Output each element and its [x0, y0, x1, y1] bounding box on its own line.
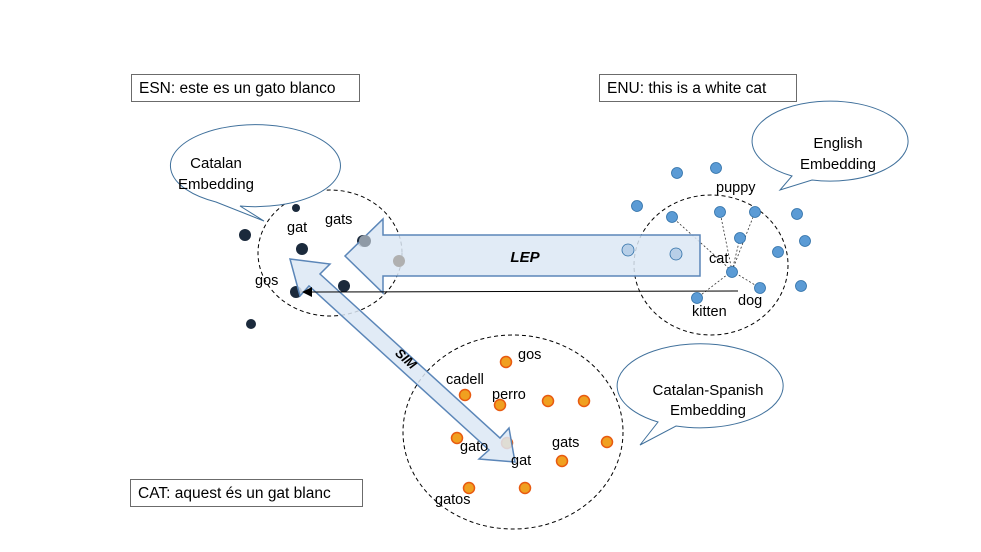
english-embedding-callout	[751, 100, 909, 191]
dog-to-gos-arrow	[309, 290, 739, 293]
catalan-spanish-point	[450, 431, 464, 445]
catalan-spanish-embedding-callout	[616, 343, 784, 446]
catalan-spanish-point	[493, 398, 507, 412]
english-word-label: puppy	[716, 180, 756, 196]
esn-sentence-box: ESN: este es un gato blanco	[131, 74, 360, 102]
english-point	[772, 246, 784, 258]
english-point	[671, 167, 683, 179]
catalan-spanish-point	[555, 454, 569, 468]
english-point	[726, 266, 738, 278]
catalan-spanish-word-label: perro	[492, 387, 526, 403]
catalan-callout-line1: Catalan	[190, 155, 242, 172]
catalan-spanish-word-label: gat	[511, 453, 531, 469]
english-callout-line1: English	[813, 135, 862, 152]
catalan-word-label: gats	[325, 212, 352, 228]
catalan-spanish-cluster-circle	[402, 334, 624, 530]
lep-arrow-label: LEP	[510, 249, 540, 266]
english-point	[669, 247, 683, 261]
catalan-word-label: gos	[255, 273, 278, 289]
catalan-word-label: gat	[287, 220, 307, 236]
catalan-point	[393, 255, 405, 267]
english-word-label: kitten	[692, 304, 727, 320]
enu-sentence-box: ENU: this is a white cat	[599, 74, 797, 102]
catalan-point	[239, 229, 251, 241]
catalan-spanish-word-label: gato	[460, 439, 488, 455]
dog-to-gos-arrowhead	[302, 287, 312, 297]
catalan-spanish-point	[600, 435, 614, 449]
english-point	[754, 282, 766, 294]
english-point	[791, 208, 803, 220]
catalan-spanish-word-label: gatos	[435, 492, 470, 508]
catalan-point	[338, 280, 350, 292]
english-point	[666, 211, 678, 223]
english-point	[799, 235, 811, 247]
english-callout-line2: Embedding	[800, 156, 876, 173]
english-point	[714, 206, 726, 218]
catalan-spanish-word-label: gats	[552, 435, 579, 451]
catalan-spanish-point	[541, 394, 555, 408]
catalan-embedding-callout	[169, 124, 341, 222]
catalan-spanish-point	[518, 481, 532, 495]
english-points	[631, 162, 811, 304]
catalan-spanish-point	[462, 481, 476, 495]
catalan-point	[292, 204, 300, 212]
catalan-spanish-word-label: gos	[518, 347, 541, 363]
english-cluster-circle	[633, 194, 789, 336]
catalan-spanish-point	[577, 394, 591, 408]
english-point	[691, 292, 703, 304]
catalan-spanish-callout-line1: Catalan-Spanish	[653, 382, 764, 399]
english-point	[631, 200, 643, 212]
english-word-label: cat	[709, 251, 728, 267]
english-point	[734, 232, 746, 244]
english-point	[621, 243, 635, 257]
catalan-point	[359, 235, 371, 247]
english-point	[749, 206, 761, 218]
catalan-point	[246, 319, 256, 329]
cat-sentence-box: CAT: aquest és un gat blanc	[130, 479, 363, 507]
catalan-spanish-point	[499, 355, 513, 369]
english-point	[795, 280, 807, 292]
catalan-spanish-point	[458, 388, 472, 402]
catalan-callout-line2: Embedding	[178, 176, 254, 193]
catalan-point	[296, 243, 308, 255]
sim-arrow	[288, 258, 516, 463]
english-word-label: dog	[738, 293, 762, 309]
catalan-spanish-word-label: cadell	[446, 372, 484, 388]
lep-arrow	[343, 217, 701, 295]
english-point	[710, 162, 722, 174]
catalan-spanish-callout-line2: Embedding	[670, 402, 746, 419]
